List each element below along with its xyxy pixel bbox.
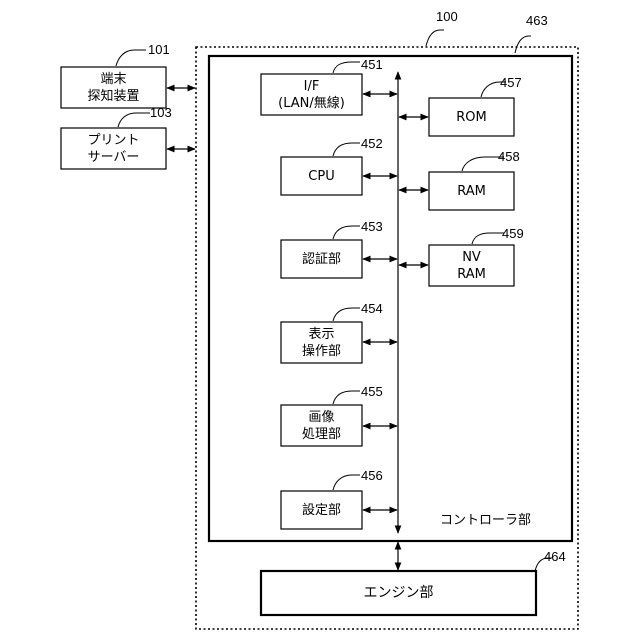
settings-label: 設定部 bbox=[281, 491, 362, 529]
ram-line1: RAM bbox=[457, 183, 486, 200]
rom-line1: ROM bbox=[456, 109, 486, 126]
auth-line1: 認証部 bbox=[302, 251, 341, 268]
nvram-label: NV RAM bbox=[429, 245, 514, 286]
display-line1: 表示 bbox=[308, 326, 334, 343]
leader-103 bbox=[118, 113, 150, 127]
ref-101: 101 bbox=[148, 42, 170, 57]
auth-label: 認証部 bbox=[281, 240, 362, 278]
settings-line1: 設定部 bbox=[302, 502, 341, 519]
leader-101 bbox=[116, 50, 146, 66]
ref-463: 463 bbox=[526, 13, 548, 28]
leader-100 bbox=[426, 30, 444, 46]
controller-label: コントローラ部 bbox=[440, 512, 550, 529]
image-line1: 画像 bbox=[308, 409, 334, 426]
nvram-line2: RAM bbox=[457, 266, 486, 283]
image-line2: 処理部 bbox=[302, 426, 341, 443]
ref-451: 451 bbox=[361, 57, 383, 72]
terminal-detector-line1: 端末 bbox=[100, 71, 126, 88]
ram-label: RAM bbox=[429, 172, 514, 210]
cpu-label: CPU bbox=[281, 157, 362, 195]
leader-453 bbox=[333, 226, 360, 239]
ref-452: 452 bbox=[361, 136, 383, 151]
print-server-line1: プリント bbox=[87, 132, 139, 149]
if-label: I/F (LAN/無線) bbox=[261, 74, 362, 115]
controller-box bbox=[209, 56, 572, 541]
print-server-label: プリント サーバー bbox=[61, 128, 166, 169]
engine-label: エンジン部 bbox=[261, 571, 536, 615]
ref-458: 458 bbox=[498, 149, 520, 164]
terminal-detector-label: 端末 探知装置 bbox=[61, 67, 166, 108]
ref-457: 457 bbox=[500, 75, 522, 90]
ref-464: 464 bbox=[544, 549, 566, 564]
terminal-detector-line2: 探知装置 bbox=[87, 88, 139, 105]
ref-454: 454 bbox=[361, 301, 383, 316]
if-line1: I/F bbox=[304, 78, 320, 95]
if-line2: (LAN/無線) bbox=[278, 95, 345, 112]
print-server-line2: サーバー bbox=[88, 149, 140, 166]
leader-455 bbox=[333, 391, 360, 404]
display-label: 表示 操作部 bbox=[281, 322, 362, 363]
ref-453: 453 bbox=[361, 219, 383, 234]
ref-100: 100 bbox=[436, 9, 458, 24]
leader-456 bbox=[333, 475, 360, 490]
leader-454 bbox=[333, 308, 360, 321]
ref-459: 459 bbox=[502, 226, 524, 241]
leader-452 bbox=[333, 143, 360, 156]
leader-463 bbox=[515, 36, 531, 53]
leader-459 bbox=[472, 233, 504, 244]
display-line2: 操作部 bbox=[302, 343, 341, 360]
rom-label: ROM bbox=[429, 98, 514, 136]
ref-455: 455 bbox=[361, 384, 383, 399]
ref-456: 456 bbox=[361, 468, 383, 483]
image-label: 画像 処理部 bbox=[281, 405, 362, 446]
cpu-line1: CPU bbox=[308, 168, 334, 185]
nvram-line1: NV bbox=[462, 249, 481, 266]
engine-line1: エンジン部 bbox=[364, 585, 434, 602]
leader-451 bbox=[333, 62, 360, 73]
